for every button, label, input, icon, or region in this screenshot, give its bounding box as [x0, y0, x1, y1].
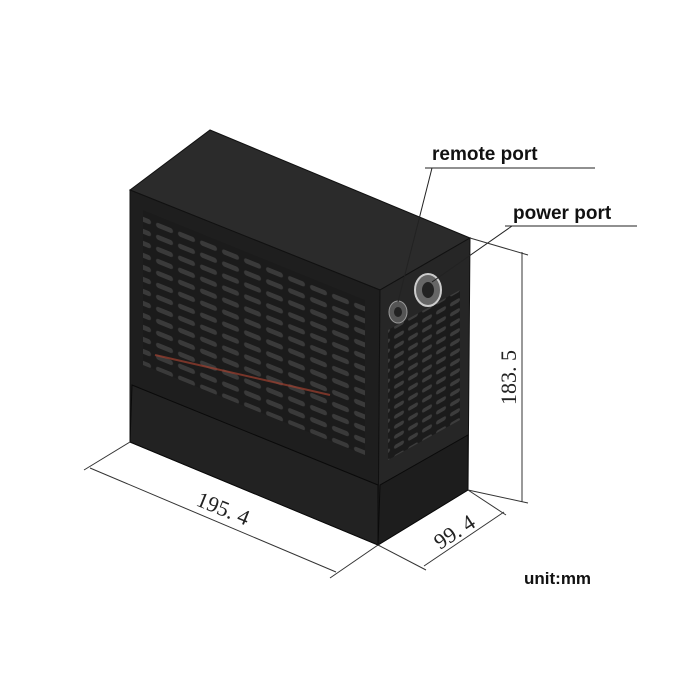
device-side-grill: [388, 290, 460, 460]
height-value: 183. 5: [496, 350, 521, 405]
device-front-grill: [143, 210, 365, 455]
power-port-leader: [431, 225, 513, 283]
grill-heating-element: [154, 354, 331, 396]
power-port-label: power port: [513, 203, 612, 224]
remote-port-leader: [397, 167, 433, 303]
remote-port-connector: [388, 300, 408, 324]
depth-value: 99. 4: [429, 509, 480, 554]
callout-remote-port: remote port: [397, 144, 595, 303]
callout-power-port: power port: [431, 203, 637, 283]
unit-label: unit:mm: [524, 569, 591, 588]
height-dimension: 183. 5: [467, 237, 529, 504]
remote-port-label: remote port: [432, 144, 538, 165]
device-body: [128, 129, 472, 546]
power-port-connector: [414, 273, 442, 307]
width-value: 195. 4: [193, 486, 253, 530]
